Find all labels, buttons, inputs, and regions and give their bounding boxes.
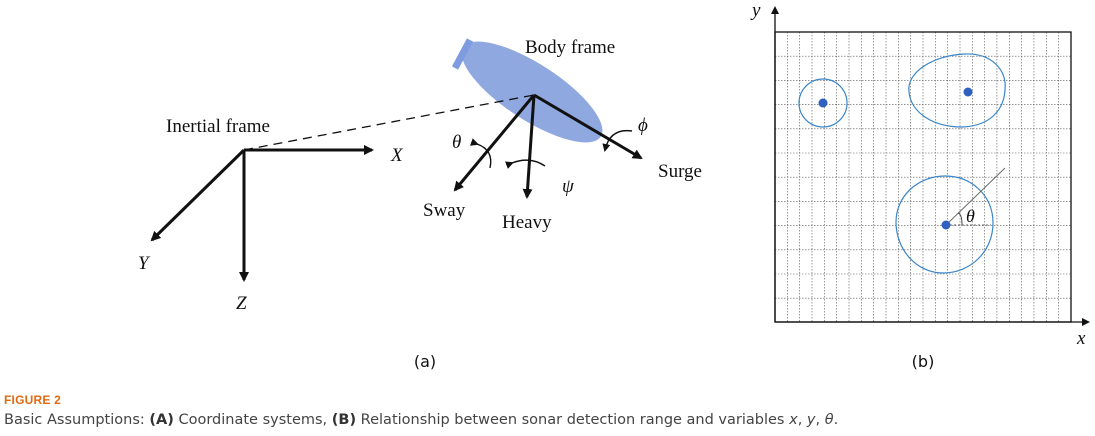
caption-var-y: y [806, 412, 816, 428]
caption-a-tag: (A) [149, 412, 174, 428]
theta-rotation-arrow [470, 138, 492, 169]
caption-var-theta: θ [824, 412, 834, 428]
theta-angle-arc [957, 212, 963, 226]
sway-axis [453, 94, 536, 192]
inertial-frame-axes [150, 145, 374, 282]
detection-range-irregular [908, 53, 1006, 128]
phi-label: ϕ [638, 115, 648, 136]
theta-ray [945, 167, 1006, 226]
detection-range-large [895, 175, 994, 274]
inertial-z-label: Z [236, 293, 247, 314]
figure-caption: Basic Assumptions: (A) Coordinate system… [4, 412, 838, 428]
caption-intro: Basic Assumptions: [4, 412, 150, 428]
psi-rotation-arrow [504, 159, 546, 169]
body-frame-label: Body frame [525, 37, 615, 58]
theta-label: θ [452, 132, 461, 153]
inertial-frame-label: Inertial frame [166, 116, 270, 137]
grid-y-label: y [750, 0, 761, 21]
caption-end: . [833, 412, 839, 428]
vehicle-tail-fin [451, 38, 474, 70]
psi-label: ψ [562, 176, 575, 197]
vehicle-hull [461, 41, 603, 143]
caption-sep-1: , [797, 412, 807, 428]
grid-lines [775, 32, 1071, 322]
caption-b-tag: (B) [331, 412, 357, 428]
inertial-y-axis [150, 148, 246, 242]
target-dot-2 [963, 87, 973, 97]
panel-b-sublabel: (b) [912, 352, 935, 371]
grid-theta-label: θ [966, 206, 975, 226]
surge-axis [533, 93, 643, 160]
surge-label: Surge [658, 161, 702, 182]
frame-link-dashed-line [243, 94, 535, 151]
sway-label: Sway [423, 200, 466, 221]
panel-a-sublabel: (a) [414, 352, 436, 371]
heave-axis [522, 94, 536, 199]
figure-label: FIGURE 2 [4, 393, 61, 407]
heave-label: Heavy [502, 212, 552, 233]
target-dot-3 [941, 220, 951, 230]
caption-a-text: Coordinate systems, [173, 412, 332, 428]
panel-a-coordinate-systems: Body frame Inertial frame X Y Z Surge Sw… [138, 37, 702, 371]
phi-rotation-arrow [602, 129, 633, 152]
target-dot-1 [818, 98, 828, 108]
body-frame-axes [453, 93, 643, 199]
inertial-y-label: Y [138, 253, 151, 274]
caption-b-text: Relationship between sonar detection ran… [356, 412, 790, 428]
vehicle-body [451, 38, 603, 143]
panel-b-detection-range: θ x y (b) [750, 0, 1090, 371]
inertial-x-label: X [390, 145, 404, 166]
grid-x-label: x [1076, 328, 1086, 349]
detection-range-small [798, 78, 848, 128]
caption-var-x: x [789, 412, 798, 428]
caption-sep-2: , [815, 412, 825, 428]
